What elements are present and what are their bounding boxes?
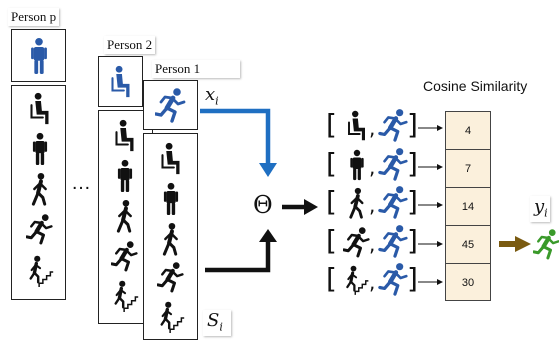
walking-icon xyxy=(111,199,139,233)
person-2-query-box xyxy=(98,56,143,107)
standing-icon xyxy=(157,182,185,216)
standing-icon xyxy=(345,149,369,181)
running-icon xyxy=(378,185,410,219)
person-2-label: Person 2 xyxy=(104,36,156,54)
standing-icon xyxy=(26,132,54,166)
similarity-cell: 4 xyxy=(446,112,490,150)
person-1-label: Person 1 xyxy=(152,60,241,78)
standing-icon xyxy=(25,37,53,75)
walking-icon xyxy=(345,187,369,219)
similarity-cell: 7 xyxy=(446,150,490,188)
running-icon xyxy=(154,87,187,123)
similarity-cell: 30 xyxy=(461,276,475,289)
query-to-theta-arrow xyxy=(200,108,271,165)
stairs-icon xyxy=(343,264,371,296)
theta-arrowhead xyxy=(304,199,318,215)
person-p-query-box xyxy=(11,29,66,82)
theta-model: Θ xyxy=(253,191,273,219)
person-1-query-box xyxy=(143,80,198,130)
running-icon xyxy=(156,260,185,294)
predicted-running-icon xyxy=(532,226,559,262)
person-p-label: Person p xyxy=(8,8,60,26)
similarity-cell: 14 xyxy=(446,188,490,226)
running-icon xyxy=(342,226,371,258)
stairs-icon xyxy=(111,279,141,313)
similarity-cell: 45 xyxy=(446,226,490,264)
s-i-label: Si xyxy=(203,310,231,336)
person-p-support-box xyxy=(11,85,66,300)
running-icon xyxy=(378,108,410,142)
support-arrowhead xyxy=(259,229,277,242)
person-1-support-box xyxy=(143,133,198,340)
ellipsis: … xyxy=(71,172,92,194)
running-icon xyxy=(378,147,410,181)
running-icon xyxy=(378,262,410,296)
stairs-icon xyxy=(26,254,56,288)
stairs-icon xyxy=(157,300,187,334)
x-i-label: xi xyxy=(205,84,219,108)
y-i-label: yi xyxy=(530,196,550,222)
sitting-icon xyxy=(26,92,54,126)
query-arrowhead xyxy=(259,163,277,177)
running-icon xyxy=(378,224,410,258)
sitting-icon xyxy=(345,110,369,142)
sitting-icon xyxy=(111,119,139,153)
walking-icon xyxy=(26,172,54,206)
sitting-icon xyxy=(157,142,185,176)
standing-icon xyxy=(111,159,139,193)
cosine-similarity-title: Cosine Similarity xyxy=(423,78,528,94)
walking-icon xyxy=(157,222,185,256)
running-icon xyxy=(25,212,54,246)
sitting-icon xyxy=(108,65,134,99)
output-arrowhead xyxy=(515,236,531,252)
cosine-similarity-column: 4 7 14 45 30 xyxy=(445,111,491,301)
running-icon xyxy=(110,239,139,273)
support-to-theta-arrow xyxy=(205,240,271,273)
